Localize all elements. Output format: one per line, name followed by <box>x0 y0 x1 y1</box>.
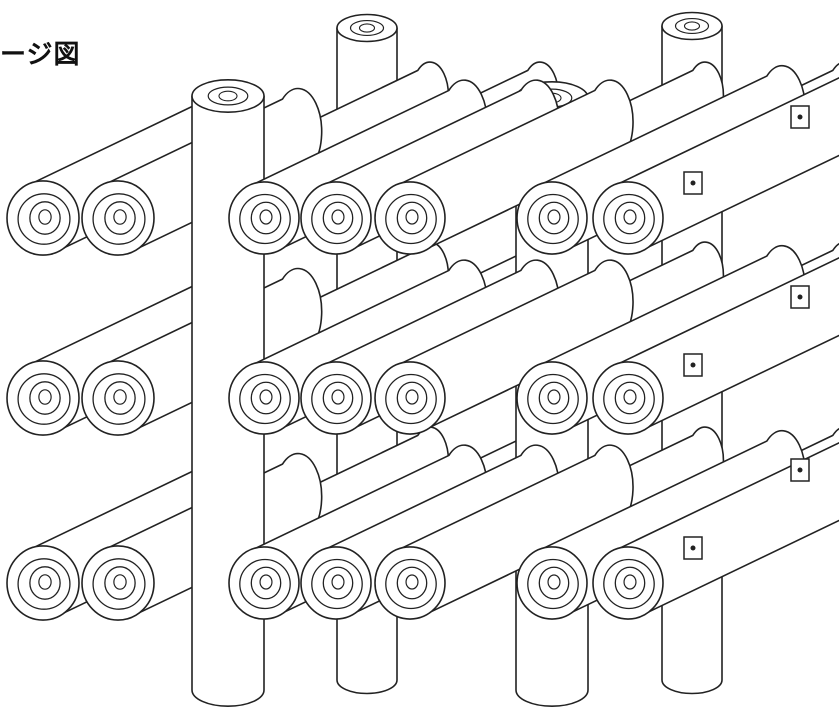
figure-title: ージ図 <box>0 40 81 70</box>
square-marker-6 <box>790 458 810 482</box>
log-left-t2-2-end <box>81 360 155 436</box>
square-marker-5 <box>683 536 703 560</box>
square-marker-3 <box>683 353 703 377</box>
log-right-t2-2-end <box>592 361 664 435</box>
square-marker-1 <box>683 171 703 195</box>
log-mid-t2-1-end <box>228 361 300 435</box>
log-mid-t1-3-end <box>374 181 446 255</box>
log-mid-t1-2-end <box>300 181 372 255</box>
log-left-t2-1-end <box>6 360 80 436</box>
log-right-t3-1-end <box>516 546 588 620</box>
log-right-t3-2-body <box>612 442 839 616</box>
log-mid-t1-1-end <box>228 181 300 255</box>
log-right-t1-2-body <box>612 77 839 251</box>
log-left-t1-1-end <box>6 180 80 256</box>
log-right-t2-2-body <box>612 257 839 431</box>
log-mid-t3-1-end <box>228 546 300 620</box>
log-mid-t3-3-end <box>374 546 446 620</box>
log-mid-t2-2-end <box>300 361 372 435</box>
log-left-t3-2-end <box>81 545 155 621</box>
log-right-t1-2-end <box>592 181 664 255</box>
log-mid-t2-3-end <box>374 361 446 435</box>
square-marker-2 <box>790 105 810 129</box>
square-marker-4 <box>790 285 810 309</box>
log-right-t2-1-end <box>516 361 588 435</box>
log-mid-t3-2-end <box>300 546 372 620</box>
log-right-t3-2-end <box>592 546 664 620</box>
log-right-t1-1-end <box>516 181 588 255</box>
log-left-t1-2-end <box>81 180 155 256</box>
log-left-t3-1-end <box>6 545 80 621</box>
